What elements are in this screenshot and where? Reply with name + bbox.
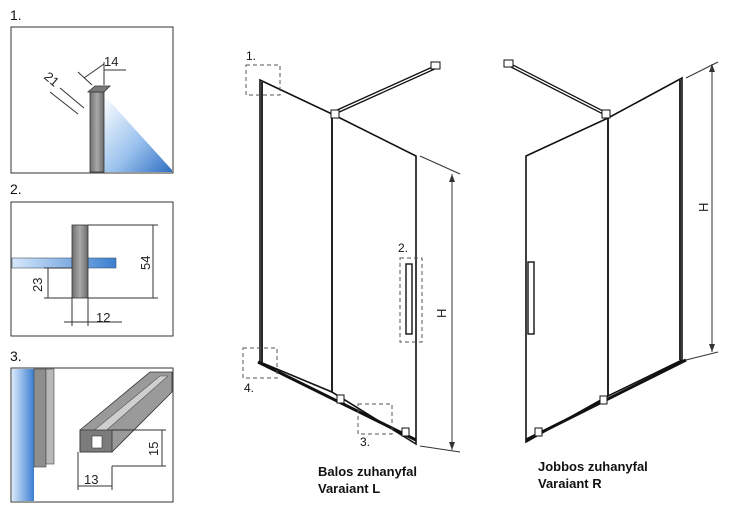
right-height-label: H <box>696 203 711 212</box>
detail-2-profile <box>71 224 89 299</box>
left-callout-2: 2. <box>398 241 408 255</box>
detail-2-dim-23: 23 <box>30 278 45 292</box>
detail-2-dim-54: 54 <box>138 256 153 270</box>
left-caption-line1: Balos zuhanyfal <box>318 464 417 479</box>
detail-1-profile <box>89 91 105 173</box>
right-variant-drawing <box>503 59 719 444</box>
detail-2-dim-12: 12 <box>96 310 110 325</box>
left-callout-1: 1. <box>246 49 256 63</box>
detail-3-dim-15: 15 <box>146 442 161 456</box>
detail-1-dim-14: 14 <box>104 54 118 69</box>
left-callout-4: 4. <box>244 381 254 395</box>
left-caption-line2: Varaiant L <box>318 481 380 496</box>
detail-3-panel: 15 13 <box>10 367 174 503</box>
detail-3-dim-13: 13 <box>84 472 98 487</box>
detail-1-glass <box>104 95 172 172</box>
detail-1-panel: 14 21 <box>10 26 174 174</box>
left-height-label: H <box>434 309 449 318</box>
detail-2-glass <box>11 257 117 269</box>
detail-1-label: 1. <box>10 7 22 23</box>
detail-3-label: 3. <box>10 348 22 364</box>
left-variant-drawing <box>242 61 461 453</box>
detail-2-label: 2. <box>10 181 22 197</box>
right-caption-line2: Varaiant R <box>538 476 602 491</box>
detail-2-panel: 54 23 12 <box>10 201 174 337</box>
right-caption-line1: Jobbos zuhanyfal <box>538 459 648 474</box>
left-callout-3: 3. <box>360 435 370 449</box>
